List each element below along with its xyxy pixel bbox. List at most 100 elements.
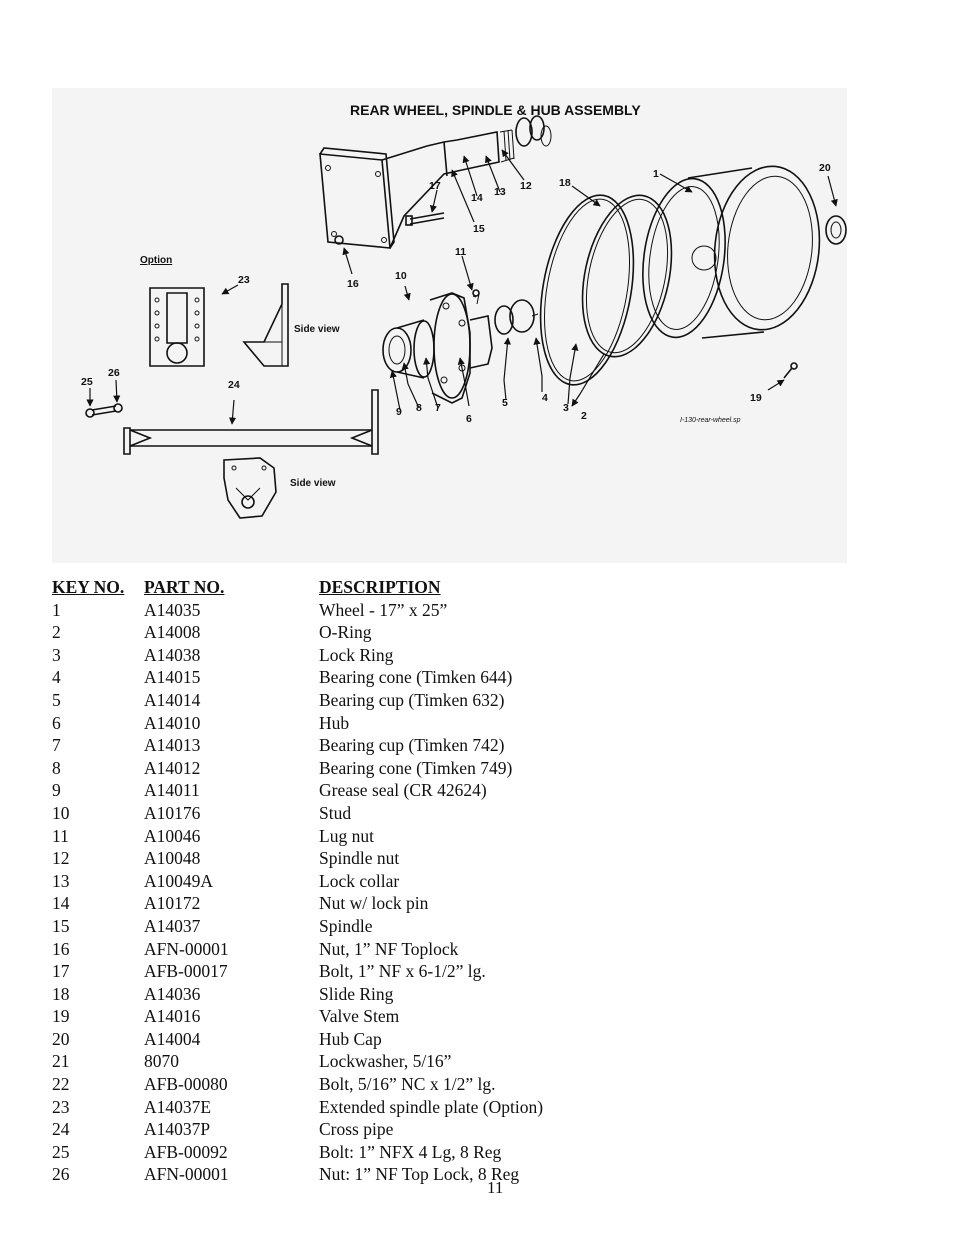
key-no-cell: 5 — [52, 689, 61, 710]
key-no-cell: 11 — [52, 825, 69, 846]
callout-2: 2 — [581, 410, 587, 422]
key-no-cell: 2 — [52, 622, 61, 643]
description-cell: Bearing cup (Timken 632) — [319, 689, 505, 710]
description-cell: Bearing cup (Timken 742) — [319, 735, 505, 756]
diagram-title: REAR WHEEL, SPINDLE & HUB ASSEMBLY — [350, 102, 641, 118]
file-tag: I-130-rear-wheel.sp — [680, 417, 741, 424]
part-no-cell: A14013 — [144, 735, 201, 756]
callout-13: 13 — [494, 186, 506, 198]
part-no-cell: A14037 — [144, 915, 201, 936]
callout-17: 17 — [429, 180, 441, 192]
assembly-drawing: REAR WHEEL, SPINDLE & HUB ASSEMBLY — [81, 102, 847, 519]
part-no-cell: AFB-00092 — [144, 1141, 228, 1162]
callout-18: 18 — [559, 177, 571, 189]
description-cell: Bearing cone (Timken 644) — [319, 667, 513, 688]
callout-5: 5 — [502, 397, 508, 409]
description-cell: Bearing cone (Timken 749) — [319, 757, 513, 778]
callout-3: 3 — [563, 402, 569, 414]
callout-19: 19 — [750, 392, 762, 404]
description-cell: Lockwasher, 5/16” — [319, 1051, 452, 1072]
key-no-cell: 12 — [52, 848, 70, 869]
part-no-header: PART NO. — [144, 577, 225, 597]
part-no-cell: A14015 — [144, 667, 201, 688]
part-no-cell: A10046 — [144, 825, 201, 846]
key-no-cell: 9 — [52, 780, 61, 801]
description-cell: Extended spindle plate (Option) — [319, 1096, 544, 1117]
bolt-25-26 — [85, 403, 123, 418]
spindle-drawing — [319, 115, 552, 249]
wheel-drawing — [642, 165, 821, 339]
part-no-cell: 8070 — [144, 1051, 179, 1072]
callout-7: 7 — [435, 402, 441, 414]
callout-23: 23 — [238, 274, 250, 286]
part-no-cell: AFN-00001 — [144, 938, 229, 959]
table-row: 13 A10049A Lock collar — [52, 870, 612, 893]
key-no-cell: 26 — [52, 1164, 70, 1185]
description-cell: O-Ring — [319, 622, 372, 643]
key-no-cell: 6 — [52, 712, 61, 733]
key-no-cell: 1 — [52, 599, 61, 620]
description-cell: Wheel - 17” x 25” — [319, 599, 448, 620]
key-no-cell: 3 — [52, 644, 61, 665]
callout-16: 16 — [347, 278, 359, 290]
exploded-diagram: REAR WHEEL, SPINDLE & HUB ASSEMBLY — [52, 88, 847, 563]
key-no-cell: 8 — [52, 757, 61, 778]
description-cell: Stud — [319, 802, 352, 823]
side-view-label-2: Side view — [290, 478, 336, 489]
table-row: 4 A14015 Bearing cone (Timken 644) — [52, 666, 612, 689]
part-no-cell: A10049A — [144, 870, 214, 891]
description-header: DESCRIPTION — [319, 577, 441, 597]
key-no-cell: 4 — [52, 667, 61, 688]
part-no-cell: A14004 — [144, 1028, 201, 1049]
table-row: 7 A14013 Bearing cup (Timken 742) — [52, 734, 612, 757]
callout-10: 10 — [395, 270, 407, 282]
description-cell: Lock collar — [319, 870, 400, 891]
part-no-cell: A14011 — [144, 780, 200, 801]
description-cell: Valve Stem — [319, 1006, 400, 1027]
description-cell: Lock Ring — [319, 644, 394, 665]
callout-20: 20 — [819, 162, 831, 174]
part-no-cell: A10176 — [144, 802, 201, 823]
description-cell: Spindle nut — [319, 848, 400, 869]
callout-15: 15 — [473, 223, 485, 235]
callout-12: 12 — [520, 180, 532, 192]
key-no-cell: 10 — [52, 802, 70, 823]
rings-drawing — [539, 194, 673, 386]
description-cell: Lug nut — [319, 825, 374, 846]
callout-25: 25 — [81, 376, 93, 388]
key-no-cell: 18 — [52, 983, 70, 1004]
part-no-cell: A10172 — [144, 893, 201, 914]
option-plate-drawing — [149, 283, 289, 367]
description-cell: Hub — [319, 712, 350, 733]
part-no-cell: AFB-00017 — [144, 961, 228, 982]
callout-8: 8 — [416, 402, 422, 414]
key-no-cell: 13 — [52, 870, 70, 891]
key-no-cell: 25 — [52, 1141, 70, 1162]
description-cell: Grease seal (CR 42624) — [319, 780, 487, 801]
description-cell: Nut, 1” NF Toplock — [319, 938, 459, 959]
table-row: 11 A10046 Lug nut — [52, 825, 612, 848]
table-header: KEY NO. PART NO. DESCRIPTION — [52, 576, 612, 599]
part-no-cell: A14016 — [144, 1006, 201, 1027]
callout-26: 26 — [108, 367, 120, 379]
key-no-cell: 15 — [52, 915, 70, 936]
callout-4: 4 — [542, 392, 548, 404]
description-cell: Cross pipe — [319, 1119, 394, 1140]
key-no-cell: 7 — [52, 735, 61, 756]
table-row: 10 A10176 Stud — [52, 802, 612, 825]
part-no-cell: A14038 — [144, 644, 201, 665]
table-row: 9 A14011 Grease seal (CR 42624) — [52, 779, 612, 802]
key-no-header: KEY NO. — [52, 577, 125, 597]
key-no-cell: 22 — [52, 1074, 70, 1095]
